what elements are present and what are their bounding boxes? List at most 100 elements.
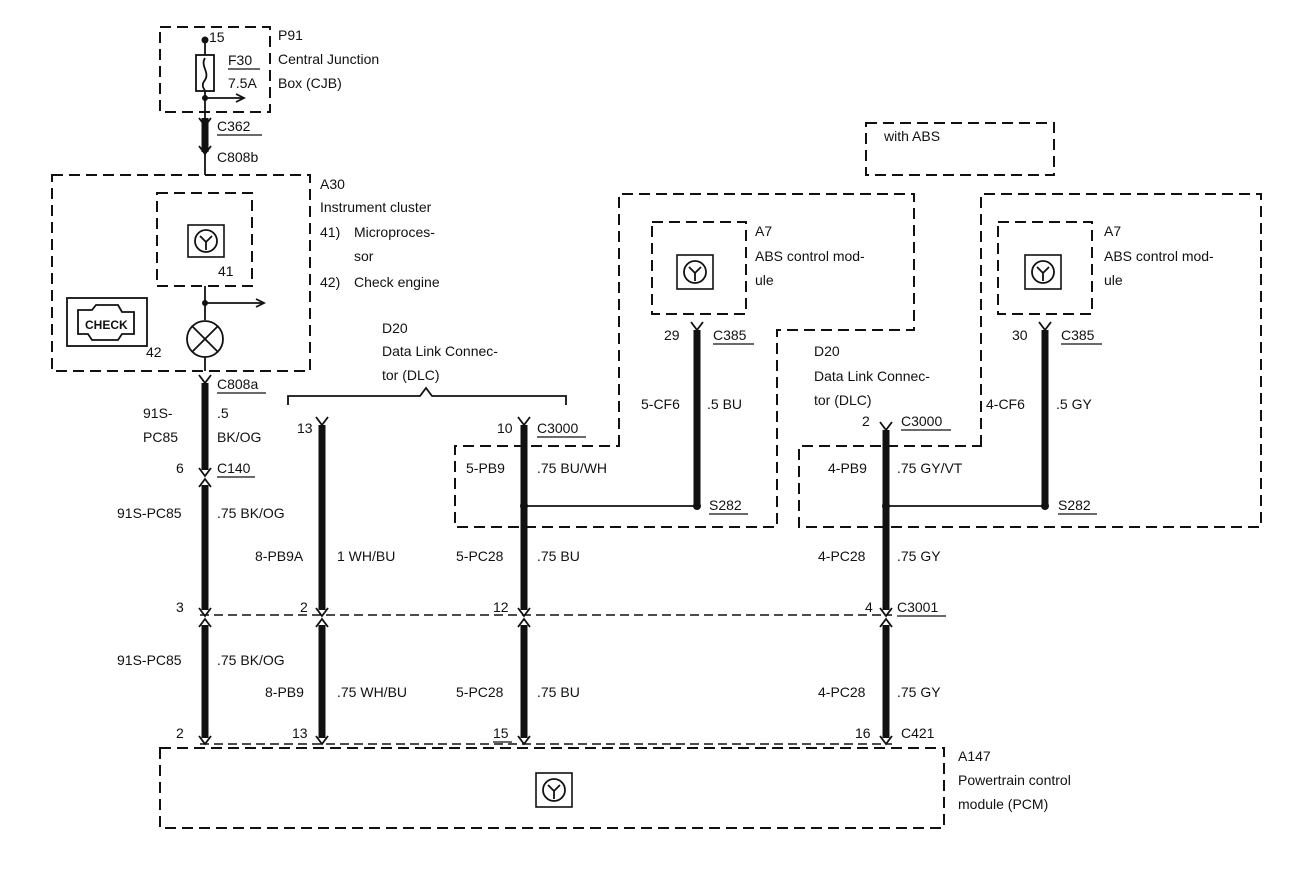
wire11-circuit: 4-PC28 [818, 548, 866, 564]
wire9-spec: .5 BU [707, 396, 742, 412]
c421-pin13: 13 [292, 725, 308, 741]
wire12-circuit: 4-PC28 [818, 684, 866, 700]
connector-c3000-left-label: C3000 [537, 420, 578, 436]
wire10-spec: .75 GY/VT [897, 460, 963, 476]
fuse-f30-icon [195, 54, 215, 92]
cluster-box [51, 174, 311, 372]
connector-c140-label: C140 [217, 460, 251, 476]
wire1-size: .5 [217, 405, 229, 421]
c421-pin15: 15 [493, 725, 509, 741]
pcm-box [159, 747, 945, 829]
wire6-spec: .75 BU/WH [537, 460, 607, 476]
abs-right-module-icon [1024, 254, 1062, 290]
wire8-circuit: 5-PC28 [456, 684, 504, 700]
dlc-left-id: D20 [382, 320, 408, 336]
wire1-color: BK/OG [217, 429, 261, 445]
connector-c362-label: C362 [217, 118, 251, 134]
wire1-circuit-a: 91S- [143, 405, 173, 421]
dlc-right-desc-line2: tor (DLC) [814, 392, 872, 408]
cluster-item42-number: 42) [320, 274, 340, 290]
c3001-pin12: 12 [493, 599, 509, 615]
wire5-circuit: 8-PB9 [265, 684, 304, 700]
abs-module-right: A7 ABS control mod- ule 30 C385 S282 [882, 221, 1214, 515]
with-abs-box [865, 122, 1055, 176]
cjb-pin-dot [201, 36, 209, 44]
wire8-spec: .75 BU [537, 684, 580, 700]
abs-right-desc-line2: ule [1104, 272, 1123, 288]
microprocessor-label: 41 [218, 263, 234, 279]
wire13-spec: .5 GY [1056, 396, 1092, 412]
microprocessor-box [156, 192, 253, 287]
wire9-circuit: 5-CF6 [641, 396, 680, 412]
c421-pin2: 2 [176, 725, 184, 741]
cjb-desc-line2: Box (CJB) [278, 75, 342, 91]
splice-s282-right-label: S282 [1058, 497, 1091, 513]
c3001-pin2: 2 [300, 599, 308, 615]
fuse-id-label: F30 [228, 52, 252, 68]
wire3-spec: .75 BK/OG [217, 652, 285, 668]
cluster-desc-label: Instrument cluster [320, 199, 432, 215]
dlc-right-pin2: 2 [862, 413, 870, 429]
pcm-module-icon [535, 772, 573, 808]
cluster-item41-line1: Microproces- [354, 224, 435, 240]
check-engine-text: CHECK [85, 318, 128, 332]
lamp-label: 42 [146, 344, 162, 360]
instrument-cluster: 41 CHECK 42 A30 Instrument cluster 41) M… [51, 174, 440, 372]
abs-right-id: A7 [1104, 223, 1121, 239]
dlc-left-desc-line1: Data Link Connec- [382, 343, 498, 359]
microprocessor-icon [187, 224, 225, 258]
wire7-circuit: 5-PC28 [456, 548, 504, 564]
connector-c421-label: C421 [901, 725, 935, 741]
dlc-right: D20 Data Link Connec- tor (DLC) 2 C3000 [814, 343, 951, 618]
dlc-left-bracket [287, 386, 567, 405]
splice-s282-left-label: S282 [709, 497, 742, 513]
wire13-circuit: 4-CF6 [986, 396, 1025, 412]
c421-pin16: 16 [855, 725, 871, 741]
abs-module-left: A7 ABS control mod- ule 29 C385 S282 [520, 221, 865, 515]
wire2-spec: .75 BK/OG [217, 505, 285, 521]
dlc-right-id: D20 [814, 343, 840, 359]
abs-left-module-icon [676, 254, 714, 290]
dlc-left-pin10: 10 [497, 420, 513, 436]
cluster-item41-number: 41) [320, 224, 340, 240]
connector-c808b-label: C808b [217, 149, 258, 165]
wire4-spec: 1 WH/BU [337, 548, 395, 564]
abs-left-variant-outline [454, 193, 915, 528]
cjb-box [159, 26, 271, 113]
wire11-spec: .75 GY [897, 548, 941, 564]
dlc-left-desc-line2: tor (DLC) [382, 367, 440, 383]
dlc-left: D20 Data Link Connec- tor (DLC) 13 10 C3… [287, 320, 586, 618]
dlc-left-pin13: 13 [297, 420, 313, 436]
abs-left-desc-line1: ABS control mod- [755, 248, 865, 264]
cluster-item41-line2: sor [354, 248, 374, 264]
check-engine-symbol-icon [66, 297, 148, 347]
connector-c385-left-label: C385 [713, 327, 747, 343]
wire4-circuit: 8-PB9A [255, 548, 304, 564]
cjb-desc-line1: Central Junction [278, 51, 379, 67]
cluster-item42-text: Check engine [354, 274, 440, 290]
wire5-spec: .75 WH/BU [337, 684, 407, 700]
c140-pin-label: 6 [176, 460, 184, 476]
connector-c808a-label: C808a [217, 376, 258, 392]
fuse-rating-label: 7.5A [228, 75, 257, 91]
abs-left-box [651, 221, 747, 315]
c3001-pin3: 3 [176, 599, 184, 615]
pcm-desc-line2: module (PCM) [958, 796, 1048, 812]
wire3-circuit: 91S-PC85 [117, 652, 182, 668]
wire2-circuit: 91S-PC85 [117, 505, 182, 521]
fuse-element-icon [201, 57, 208, 91]
abs-right-desc-line1: ABS control mod- [1104, 248, 1214, 264]
wire7-spec: .75 BU [537, 548, 580, 564]
abs-left-id: A7 [755, 223, 772, 239]
abs-right-variant-outline [798, 193, 1262, 528]
pcm-id: A147 [958, 748, 991, 764]
with-abs-label: with ABS [883, 128, 940, 144]
connector-c3001-label: C3001 [897, 599, 938, 615]
abs-right-box [997, 221, 1093, 315]
powertrain-control-module: A147 Powertrain control module (PCM) [159, 747, 1071, 829]
abs-right-pin30: 30 [1012, 327, 1028, 343]
cjb-pin-label: 15 [209, 29, 225, 45]
wire1-circuit-b: PC85 [143, 429, 178, 445]
central-junction-box: 15 F30 7.5A P91 Central Junction Box (CJ… [159, 26, 379, 113]
